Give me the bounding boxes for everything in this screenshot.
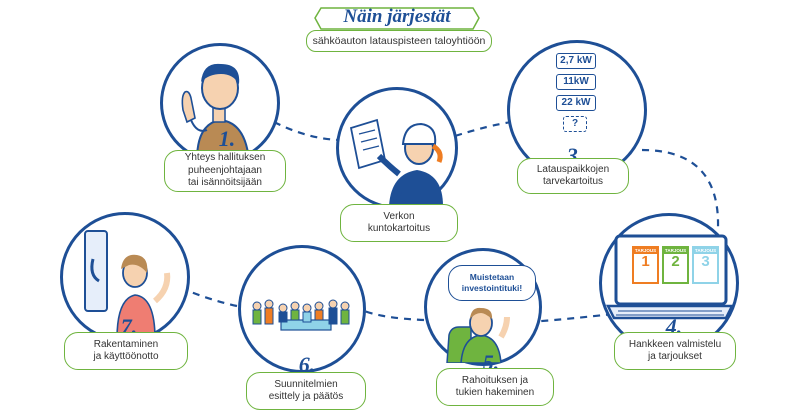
offer-1-title: TARJOUS bbox=[634, 248, 657, 254]
offer-1-number: 1 bbox=[641, 253, 650, 270]
step-5-line-1: Rahoituksen ja bbox=[461, 374, 529, 386]
step-6-line-1: Suunnitelmien bbox=[274, 378, 338, 390]
step-5-line-2: tukien hakeminen bbox=[455, 387, 535, 398]
speech-line-1: Muistetaan bbox=[469, 272, 515, 282]
step-2-line-1: Verkon bbox=[383, 210, 415, 222]
step-2-circle bbox=[336, 87, 458, 209]
installer-charger-icon bbox=[84, 230, 171, 340]
step-6-circle bbox=[238, 245, 366, 373]
step-3-line-1: Latauspaikkojen bbox=[536, 163, 610, 175]
step-2-label: Verkon kuntokartoitus bbox=[340, 204, 458, 242]
power-option-3: 22 kW bbox=[556, 95, 596, 111]
title-banner bbox=[314, 7, 480, 30]
speech-bubble: Muistetaan investointituki! bbox=[448, 265, 536, 301]
step-6-line-2: esittely ja päätös bbox=[268, 391, 344, 402]
step-7-label: Rakentaminen ja käyttöönotto bbox=[64, 332, 188, 370]
step-4-line-2: ja tarjoukset bbox=[648, 351, 702, 362]
step-2-line-2: kuntokartoitus bbox=[367, 223, 431, 234]
step-7-line-1: Rakentaminen bbox=[93, 338, 159, 350]
offer-card-1: TARJOUS 1 bbox=[632, 246, 659, 284]
step-3-label: Latauspaikkojen tarvekartoitus bbox=[517, 158, 629, 194]
step-3-line-2: tarvekartoitus bbox=[542, 176, 604, 187]
step-1-label: Yhteys hallituksen puheenjohtajaan tai i… bbox=[164, 150, 286, 192]
power-option-1: 2,7 kW bbox=[556, 53, 596, 69]
step-5-label: Rahoituksen ja tukien hakeminen bbox=[436, 368, 554, 406]
step-6-label: Suunnitelmien esittely ja päätös bbox=[246, 372, 366, 410]
person-seated-icon bbox=[446, 307, 510, 364]
step-2-number: 2. bbox=[390, 184, 408, 209]
meeting-group-icon bbox=[252, 299, 350, 331]
power-option-2: 11kW bbox=[556, 74, 596, 90]
step-4-label: Hankkeen valmistelu ja tarjoukset bbox=[614, 332, 736, 370]
step-1-number: 1. bbox=[218, 126, 236, 151]
offer-2-title: TARJOUS bbox=[664, 248, 687, 254]
power-option-unknown: ? bbox=[563, 116, 587, 132]
speech-line-2: investointituki! bbox=[461, 283, 523, 293]
step-6-number: 6. bbox=[298, 352, 316, 377]
offer-3-title: TARJOUS bbox=[694, 248, 717, 254]
step-7-line-2: ja käyttöönotto bbox=[93, 351, 159, 362]
page-subtitle: sähköauton latauspisteen taloyhtiöön bbox=[306, 30, 492, 52]
offer-2-number: 2 bbox=[671, 253, 680, 270]
page-title: Näin järjestät bbox=[343, 6, 451, 27]
step-1-line-3: tai isännöitsijään bbox=[188, 177, 262, 189]
worker-with-document-icon bbox=[349, 118, 443, 206]
offer-3-number: 3 bbox=[701, 253, 710, 270]
offer-card-2: TARJOUS 2 bbox=[662, 246, 689, 284]
step-7-circle bbox=[60, 212, 190, 342]
offer-card-3: TARJOUS 3 bbox=[692, 246, 719, 284]
step-1-line-2: puheenjohtajaan bbox=[188, 164, 262, 176]
step-1-line-1: Yhteys hallituksen bbox=[184, 152, 266, 164]
step-4-line-1: Hankkeen valmistelu bbox=[628, 338, 722, 350]
